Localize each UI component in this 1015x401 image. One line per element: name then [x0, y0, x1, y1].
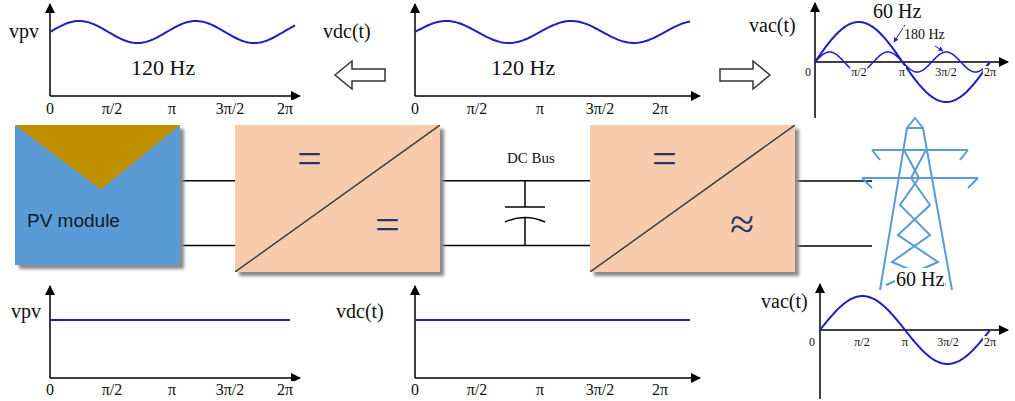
pv-ripple-wave — [50, 21, 295, 43]
dc-ripple-wave — [415, 21, 690, 43]
axis-tick-label: π — [167, 381, 177, 399]
axis-tick-label: π — [901, 336, 909, 349]
axis-tick-label: 0 — [45, 381, 55, 399]
signal-label: 60 Hz — [872, 0, 922, 22]
signal-label: vpv — [10, 300, 42, 322]
axis-tick-label: 3π/2 — [936, 336, 959, 349]
grid-tower — [862, 118, 978, 290]
node-text: = — [375, 201, 400, 249]
axis-tick-label: π/2 — [466, 381, 489, 399]
bus-wire — [180, 181, 235, 246]
axis-tick-label: 3π/2 — [585, 100, 616, 118]
signal-label: DC Bus — [506, 150, 556, 167]
axis-tick-label: π/2 — [101, 100, 124, 118]
axis-tick-label: 2π — [651, 100, 669, 118]
node-text: PV module — [27, 211, 120, 232]
ac-60hz-wave — [815, 22, 990, 102]
node-text: ≈ — [730, 201, 754, 249]
axis-tick-label: 2π — [276, 381, 294, 399]
dc-flat-line — [415, 319, 690, 321]
leader-arrow — [935, 46, 943, 51]
axis-tick-label: π — [898, 66, 906, 79]
signal-label: vac(t) — [748, 14, 797, 36]
signal-label: 60 Hz — [895, 268, 945, 290]
axis-tick-label: 0 — [410, 100, 420, 118]
pv-panel-shape — [15, 125, 180, 265]
axis-tick-label: 3π/2 — [215, 100, 246, 118]
axis-tick-label: 0 — [808, 336, 816, 349]
axis-tick-label: 0 — [804, 66, 812, 79]
axis-tick-label: 0 — [45, 100, 55, 118]
axis-tick-label: 2π — [983, 336, 997, 349]
axis-tick-label: 2π — [651, 381, 669, 399]
converter-shape — [235, 125, 440, 272]
waveforms — [50, 21, 990, 364]
node-text: = — [652, 135, 677, 183]
axis-tick-label: π — [535, 381, 545, 399]
signal-label: 180 Hz — [903, 27, 946, 42]
axis-tick-label: 2π — [276, 100, 294, 118]
signal-label: vdc(t) — [322, 20, 372, 42]
dc-dc-converter-box: == — [235, 125, 440, 272]
axes — [50, 3, 1008, 399]
node-text: = — [297, 135, 322, 183]
axis-tick-label: π/2 — [850, 66, 867, 79]
axis-tick-label: 0 — [410, 381, 420, 399]
ac-60hz-wave — [820, 296, 990, 364]
dc-ac-inverter-box: =≈ — [590, 125, 795, 272]
signal-label: 120 Hz — [490, 56, 556, 80]
axis-tick-label: 3π/2 — [934, 66, 957, 79]
bus-wire — [440, 181, 590, 246]
pv-module-box: PV module — [15, 125, 180, 265]
axis-tick-label: π/2 — [853, 336, 870, 349]
axis-tick-label: π — [167, 100, 177, 118]
signal-label: vac(t) — [760, 290, 809, 312]
axis-tick-label: π/2 — [101, 381, 124, 399]
axis-tick-label: 2π — [983, 66, 997, 79]
signal-label: vdc(t) — [335, 300, 385, 322]
signal-label: 120 Hz — [130, 56, 196, 80]
axis-tick-label: π — [535, 100, 545, 118]
pv-flat-line — [50, 319, 290, 321]
axis-tick-label: 3π/2 — [585, 381, 616, 399]
signal-label: vpv — [8, 20, 40, 42]
axis-tick-label: 3π/2 — [215, 381, 246, 399]
converter-shape — [590, 125, 795, 272]
axis-tick-label: π/2 — [466, 100, 489, 118]
